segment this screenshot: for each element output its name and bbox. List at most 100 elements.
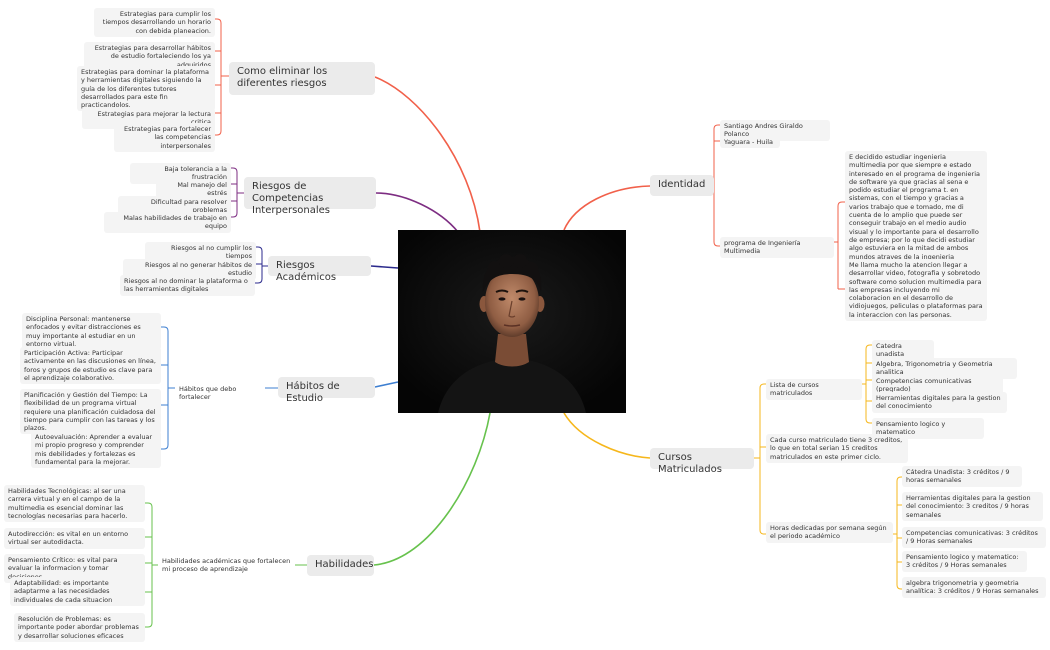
cursos-list-item-5[interactable]: Pensamiento logico y matematico (872, 418, 984, 439)
academicos-item-3[interactable]: Riesgos al no dominar la plataforma o la… (120, 275, 255, 296)
topic-cursos-matriculados-label: Cursos Matriculados (658, 452, 722, 475)
competencias-item-4[interactable]: Malas habilidades de trabajo en equipo (104, 212, 231, 233)
topic-identidad-label: Identidad (658, 179, 706, 190)
identidad-program-text: programa de Ingeniería Multimedia (724, 239, 801, 256)
topic-riesgos-academicos[interactable]: Riesgos Académicos (268, 256, 371, 283)
connector-cursos (563, 412, 651, 459)
habitos-item-3[interactable]: Planificación y Gestión del Tiempo: La f… (20, 389, 161, 435)
cursos-hours-item-4[interactable]: Pensamiento logico y matematico: 3 crédi… (902, 551, 1027, 572)
habilidades-item-2-text: Autodirección: es vital en un entorno vi… (8, 530, 129, 547)
habilidades-item-3-text: Pensamiento Crítico: es vital para evalu… (8, 556, 118, 581)
topic-habitos-estudio[interactable]: Hábitos de Estudio (278, 377, 375, 404)
connector-identidad (563, 185, 651, 231)
identidad-program[interactable]: programa de Ingeniería Multimedia (720, 237, 834, 258)
cursos-hours-label[interactable]: Horas dedicadas por semana según el peri… (766, 522, 893, 543)
competencias-item-1-text: Baja tolerancia a la frustración (164, 165, 227, 182)
academicos-item-3-text: Riesgos al no dominar la plataforma o la… (124, 277, 248, 294)
identidad-place[interactable]: Yaguara - Huila (720, 136, 780, 149)
cursos-hours-item-1[interactable]: Cátedra Unadista: 3 créditos / 9 horas s… (902, 466, 1022, 487)
competencias-item-3-text: Dificultad para resolver problemas (150, 198, 227, 215)
habitos-item-1[interactable]: Disciplina Personal: mantenerse enfocado… (22, 313, 161, 351)
cursos-hours-item-3-text: Competencias comunicativas: 3 créditos /… (906, 529, 1038, 546)
eliminar-item-2-text: Estrategias para desarrollar hábitos de … (94, 44, 211, 69)
cursos-hours-item-5-text: algebra trigonometria y geometria analít… (906, 579, 1039, 596)
eliminar-item-3[interactable]: Estrategias para dominar la plataforma y… (77, 66, 215, 112)
topic-habilidades-label: Habilidades (315, 559, 374, 570)
cursos-list-item-1-text: Catedra unadista (876, 342, 905, 359)
connector-competencias (375, 192, 459, 233)
connector-eliminar (374, 76, 481, 233)
cursos-list-item-1[interactable]: Catedra unadista (872, 340, 934, 361)
cursos-list-label[interactable]: Lista de cursos matriculados (766, 379, 862, 400)
competencias-item-2-text: Mal manejo del estrés (177, 181, 227, 198)
habilidades-item-5[interactable]: Resolución de Problemas: es importante p… (14, 613, 145, 642)
competencias-item-2[interactable]: Mal manejo del estrés (156, 179, 231, 200)
connector-habitos (374, 381, 399, 388)
eliminar-item-1[interactable]: Estrategias para cumplir los tiempos des… (94, 8, 215, 37)
identidad-name-text: Santiago Andres Giraldo Polanco (724, 122, 803, 139)
identidad-program-item-2-text: Me llama mucho la atencion llegar a desa… (849, 261, 983, 319)
identidad-place-text: Yaguara - Huila (724, 138, 774, 146)
eliminar-item-1-text: Estrategias para cumplir los tiempos des… (102, 10, 211, 35)
habitos-sub-label[interactable]: Hábitos que debo fortalecer (175, 383, 265, 404)
competencias-item-4-text: Malas habilidades de trabajo en equipo (123, 214, 227, 231)
cursos-list-item-3[interactable]: Competencias comunicativas (pregrado) (872, 375, 1003, 396)
competencias-item-3[interactable]: Dificultad para resolver problemas (118, 196, 231, 217)
cursos-list-item-5-text: Pensamiento logico y matematico (876, 420, 946, 437)
topic-habilidades[interactable]: Habilidades (307, 555, 374, 576)
cursos-credits-text: Cada curso matriculado tiene 3 creditos,… (770, 436, 903, 461)
cursos-hours-item-2[interactable]: Herramientas digitales para la gestion d… (902, 492, 1043, 521)
identidad-program-item-2[interactable]: Me llama mucho la atencion llegar a desa… (845, 259, 987, 322)
habitos-item-4[interactable]: Autoevaluación: Aprender a evaluar mi pr… (31, 431, 161, 469)
habitos-item-1-text: Disciplina Personal: mantenerse enfocado… (26, 315, 141, 348)
identidad-program-item-1[interactable]: E decidido estudiar ingenieria multimedi… (845, 151, 987, 272)
habilidades-sub-text: Habilidades académicas que fortalecen mi… (162, 557, 291, 574)
cursos-list-label-text: Lista de cursos matriculados (770, 381, 819, 398)
cursos-hours-item-3[interactable]: Competencias comunicativas: 3 créditos /… (902, 527, 1046, 548)
connector-habilidades (373, 412, 491, 566)
cursos-list-item-3-text: Competencias comunicativas (pregrado) (876, 377, 972, 394)
eliminar-item-3-text: Estrategias para dominar la plataforma y… (81, 68, 209, 110)
cursos-list-item-4[interactable]: Herramientas digitales para la gestion d… (872, 392, 1007, 413)
academicos-item-2[interactable]: Riesgos al no generar hábitos de estudio (123, 259, 256, 280)
topic-habitos-estudio-label: Hábitos de Estudio (286, 381, 340, 404)
topic-riesgos-competencias-label: Riesgos de Competencias Interpersonales (252, 181, 331, 216)
portrait-photo (398, 230, 626, 413)
identidad-program-item-1-text: E decidido estudiar ingenieria multimedi… (849, 153, 981, 269)
cursos-list-item-4-text: Herramientas digitales para la gestion d… (876, 394, 1001, 411)
topic-identidad[interactable]: Identidad (650, 175, 714, 196)
eliminar-item-4-text: Estrategias para mejorar la lectura crit… (97, 110, 211, 126)
habilidades-item-1[interactable]: Habilidades Tecnológicas: al ser una car… (4, 485, 145, 523)
topic-riesgos-competencias[interactable]: Riesgos de Competencias Interpersonales (244, 177, 376, 216)
connector-academicos (370, 265, 399, 269)
identidad-name[interactable]: Santiago Andres Giraldo Polanco (720, 120, 830, 141)
habilidades-item-5-text: Resolución de Problemas: es importante p… (18, 615, 139, 640)
habilidades-item-4[interactable]: Adaptabilidad: es importante adaptarme a… (10, 577, 145, 606)
cursos-hours-item-4-text: Pensamiento logico y matematico: 3 crédi… (906, 553, 1019, 570)
eliminar-item-5-text: Estrategias para fortalecer las competen… (124, 125, 211, 150)
center-portrait-image (398, 230, 626, 413)
habilidades-item-4-text: Adaptabilidad: es importante adaptarme a… (14, 579, 113, 604)
cursos-credits[interactable]: Cada curso matriculado tiene 3 creditos,… (766, 434, 908, 463)
topic-cursos-matriculados[interactable]: Cursos Matriculados (650, 448, 754, 475)
cursos-hours-item-1-text: Cátedra Unadista: 3 créditos / 9 horas s… (906, 468, 1010, 485)
habitos-item-3-text: Planificación y Gestión del Tiempo: La f… (24, 391, 156, 433)
topic-riesgos-academicos-label: Riesgos Académicos (276, 260, 337, 283)
habitos-item-2[interactable]: Participación Activa: Participar activam… (20, 347, 161, 385)
cursos-list-item-2[interactable]: Algebra, Trigonometria y Geometria anali… (872, 358, 1017, 379)
habilidades-item-1-text: Habilidades Tecnológicas: al ser una car… (8, 487, 128, 520)
academicos-item-1-text: Riesgos al no cumplir los tiempos (171, 244, 252, 261)
eliminar-item-5[interactable]: Estrategias para fortalecer las competen… (114, 123, 215, 152)
topic-eliminar-riesgos[interactable]: Como eliminar los diferentes riesgos (229, 62, 375, 95)
habitos-item-2-text: Participación Activa: Participar activam… (24, 349, 156, 382)
cursos-hours-item-2-text: Herramientas digitales para la gestion d… (906, 494, 1031, 519)
academicos-item-1[interactable]: Riesgos al no cumplir los tiempos (145, 242, 256, 263)
competencias-item-1[interactable]: Baja tolerancia a la frustración (130, 163, 231, 184)
habilidades-sub-label[interactable]: Habilidades académicas que fortalecen mi… (158, 555, 295, 576)
academicos-item-2-text: Riesgos al no generar hábitos de estudio (144, 261, 252, 278)
habitos-sub-text: Hábitos que debo fortalecer (179, 385, 237, 402)
cursos-hours-item-5[interactable]: algebra trigonometria y geometria analít… (902, 577, 1046, 598)
habitos-item-4-text: Autoevaluación: Aprender a evaluar mi pr… (35, 433, 153, 466)
habilidades-item-2[interactable]: Autodirección: es vital en un entorno vi… (4, 528, 145, 549)
